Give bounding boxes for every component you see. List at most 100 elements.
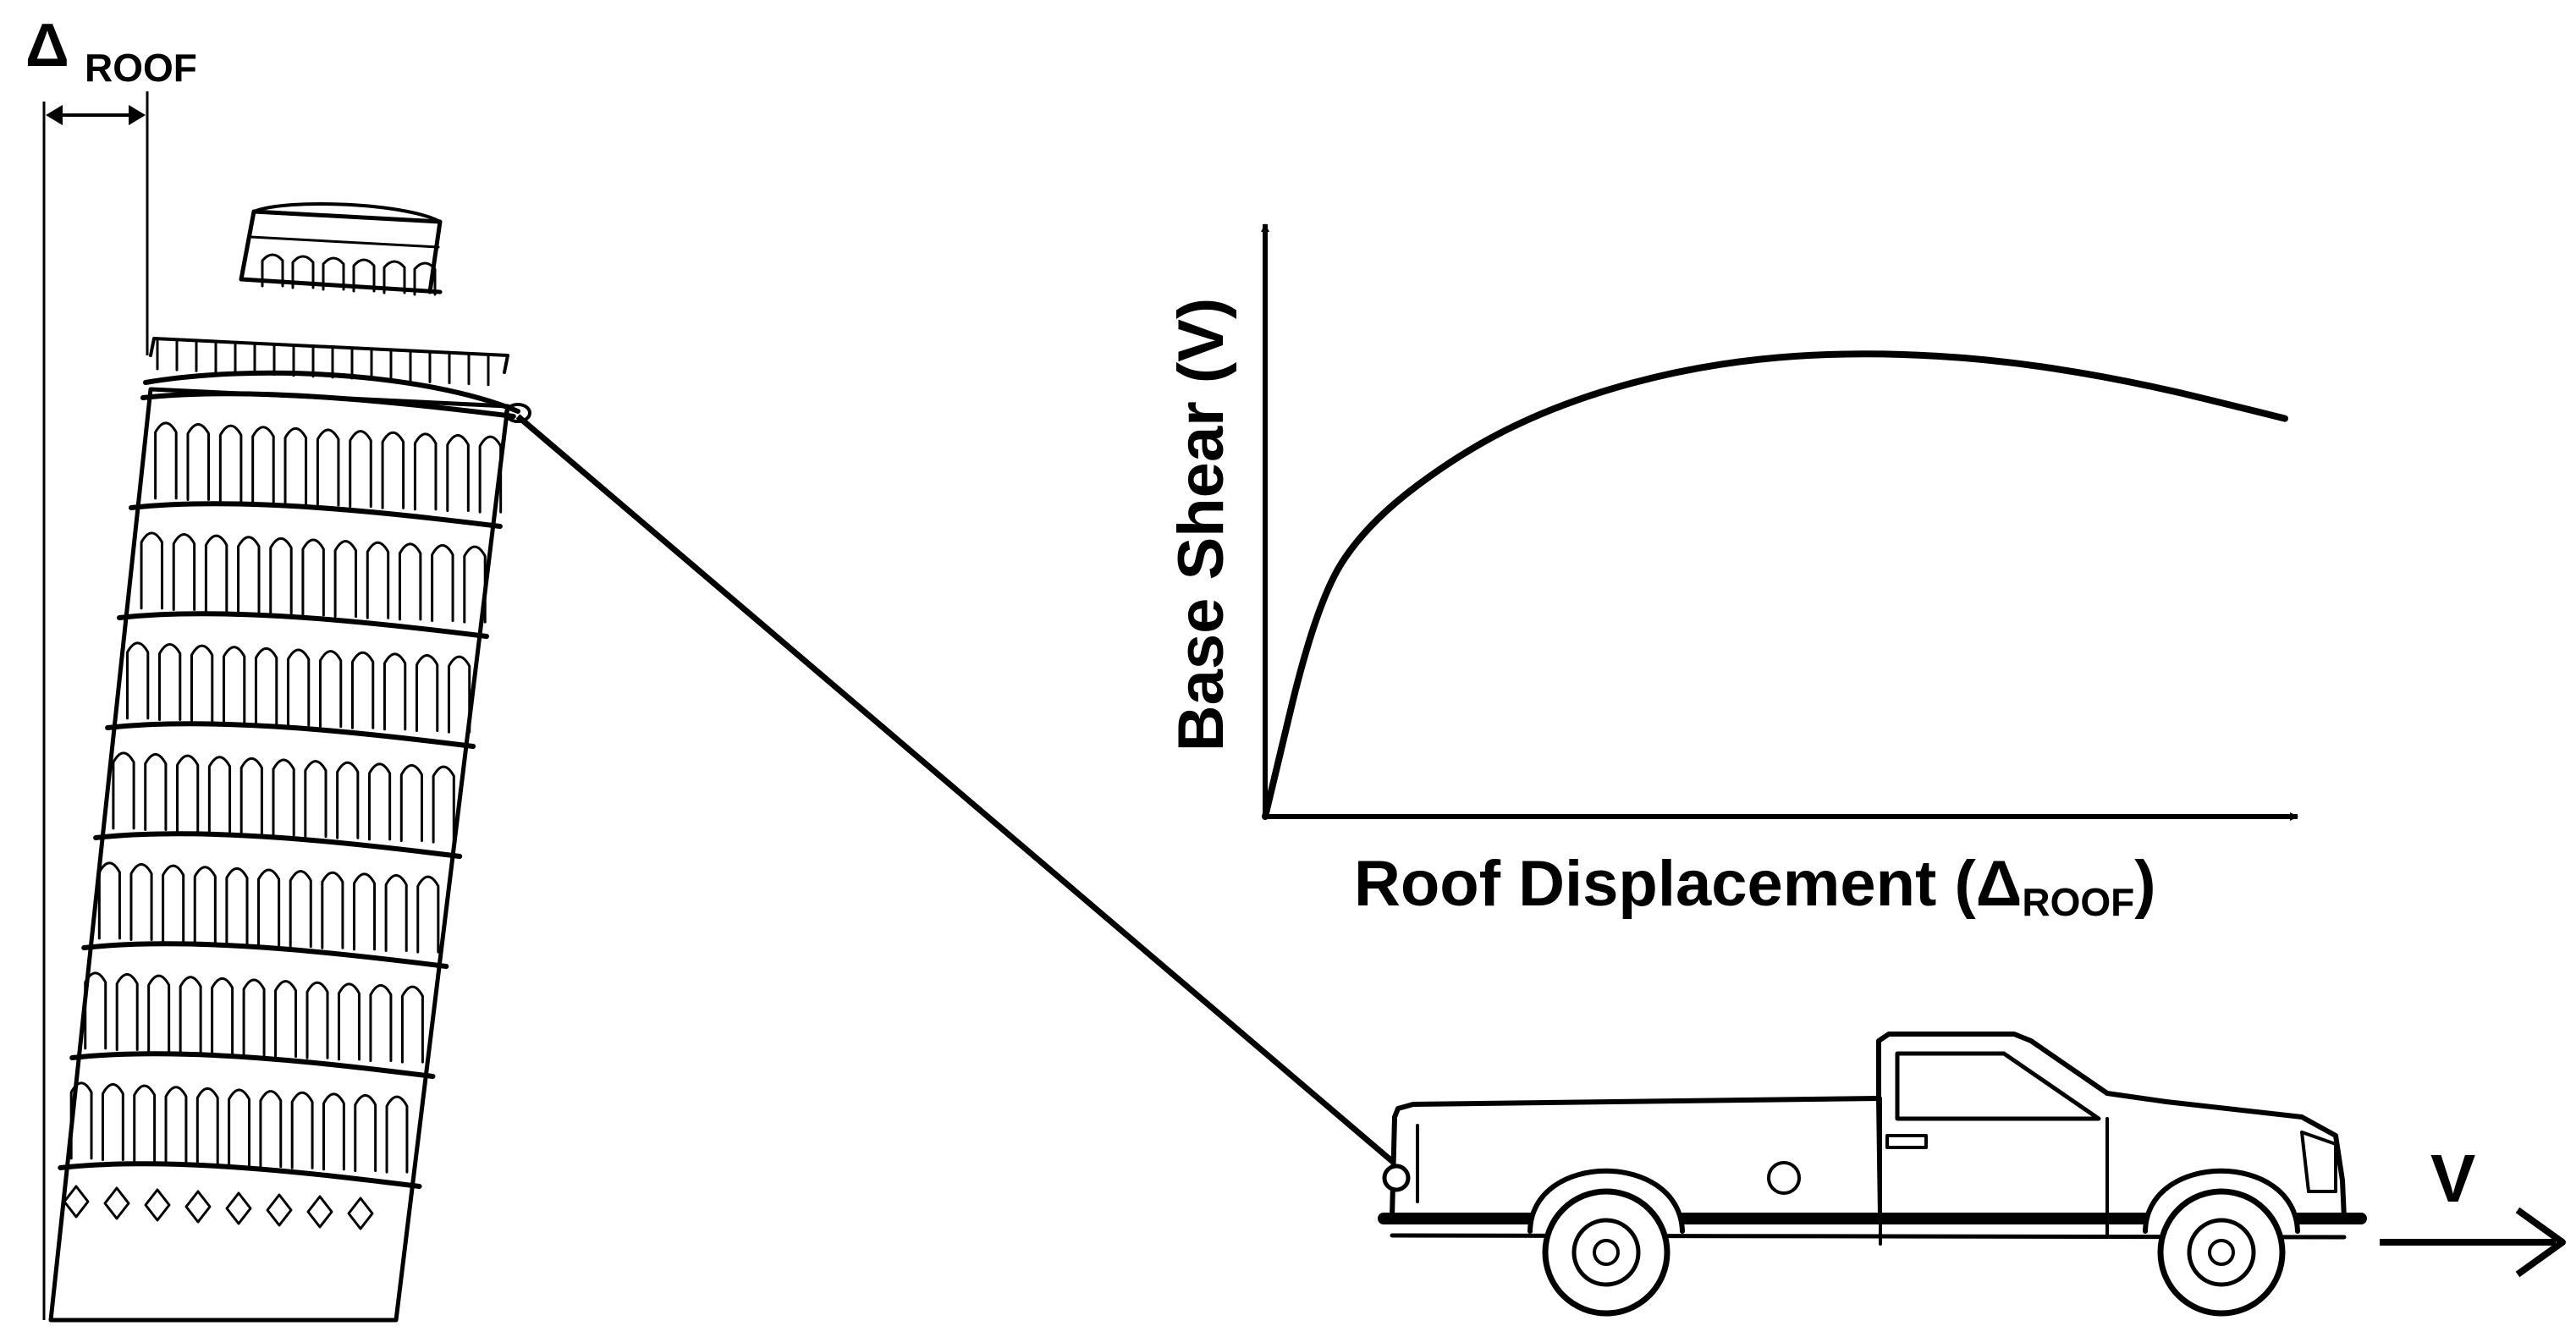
tower-arch [195,1087,219,1165]
tower-arch [84,971,107,1050]
delta-roof-symbol: Δ [25,12,69,80]
tower-arch [384,874,408,953]
belfry-arch [322,256,345,291]
pushover-curve [1262,350,2288,820]
belfry-arch [352,258,376,293]
pushover-curve-chart: Base Shear (V) Roof Displacement (ΔROOF) [1165,223,2298,924]
tower-arch [242,978,266,1057]
tower-ledge [58,1161,422,1189]
tower-arch [304,760,328,839]
tower-arch [337,982,361,1061]
tower-arch [352,872,377,951]
truck-window [1895,1051,2101,1121]
force-arrowhead [2515,1207,2566,1278]
tower-arch [366,541,390,619]
tower-arch [172,532,196,611]
roof-displacement-dimension: Δ ROOF [25,12,197,1320]
tower-arch [383,652,407,731]
tower-arch [101,1082,124,1161]
tower-arch [478,435,503,514]
tower-arch [162,864,185,943]
tower-arch [301,538,325,617]
belfry-arch [291,255,315,289]
tower-arch [176,754,200,833]
tower-arch [321,871,344,949]
dimension-arrowhead-left [46,105,63,125]
belfry-arch [413,261,437,296]
tower-arch [222,646,246,724]
tower-arch [204,534,228,613]
delta-roof-subscript: ROOF [85,46,197,90]
tower-arch [140,531,163,610]
pickup-truck [1378,1032,2367,1317]
tower-arch [254,646,278,725]
tower-base-ornament [306,1195,333,1229]
tower-arch [385,1095,409,1174]
x-axis-label-close: ) [2134,848,2155,920]
tower-ledge [81,941,449,969]
tower-arch [369,984,393,1063]
tower-arch [97,861,121,940]
tower-arch [446,434,470,513]
tower-arch [305,981,329,1059]
tower-arch [228,1088,250,1167]
tower-arch [350,651,375,729]
x-axis-label-delta: Δ [1976,848,2023,920]
tower-arch [416,875,440,954]
tower-base-ornament [103,1186,130,1220]
tower-arch [237,536,261,614]
tower-arch [413,432,438,511]
tower-ledge [69,1051,436,1079]
tower-ledge [93,831,463,859]
front-wheel [2157,1188,2286,1317]
tower-arch [381,431,405,509]
tow-hitch [1382,1164,1411,1192]
tower-arch [225,867,249,945]
belfry-arch [383,260,406,294]
x-axis-label: Roof Displacement (ΔROOF) [1354,848,2156,924]
tower-arch [333,540,358,619]
rear-wheel [1542,1188,1671,1317]
tower-arch [125,641,150,720]
tower-arch [147,974,171,1053]
tower-arch [399,764,423,843]
tower-arch [316,428,340,507]
tower-arch [112,751,135,830]
tower-ledge [128,501,503,529]
tower-base-ornament [347,1197,374,1230]
tower-railing [149,337,509,374]
tower-arch [164,1086,188,1164]
tower-arch [115,972,139,1051]
dimension-arrowhead-right [129,105,146,125]
tower-arch [207,756,232,834]
tower-arch [69,1081,93,1160]
tower-arch [239,757,263,835]
tower-arch [272,758,295,837]
tower-arch [349,430,372,509]
tower-arch [257,868,281,947]
tower-arch [367,762,392,841]
headlight [2300,1131,2337,1193]
x-axis-label-subscript: ROOF [2022,880,2134,924]
tower-arch [129,862,153,941]
tower-arch [193,866,217,944]
tower-arch [157,642,182,721]
tower-arch [218,424,243,503]
fuel-cap [1767,1161,1801,1195]
tower-ledge [117,611,489,639]
tower-arch [274,980,298,1059]
tower-arch [463,545,487,624]
door-handle [1885,1134,1928,1149]
tower-base-ornament [63,1185,90,1219]
tower-base-ornament [266,1193,293,1227]
tower-cornice [143,370,520,414]
y-axis-label: Base Shear (V) [1165,298,1237,751]
leaning-tower [48,201,531,1323]
tower-arch [318,650,343,729]
tower-arch [336,761,360,839]
tower-arch [398,542,422,621]
tower-arch [190,644,214,723]
tower-arch [283,426,308,505]
force-label: V [2430,1141,2475,1216]
